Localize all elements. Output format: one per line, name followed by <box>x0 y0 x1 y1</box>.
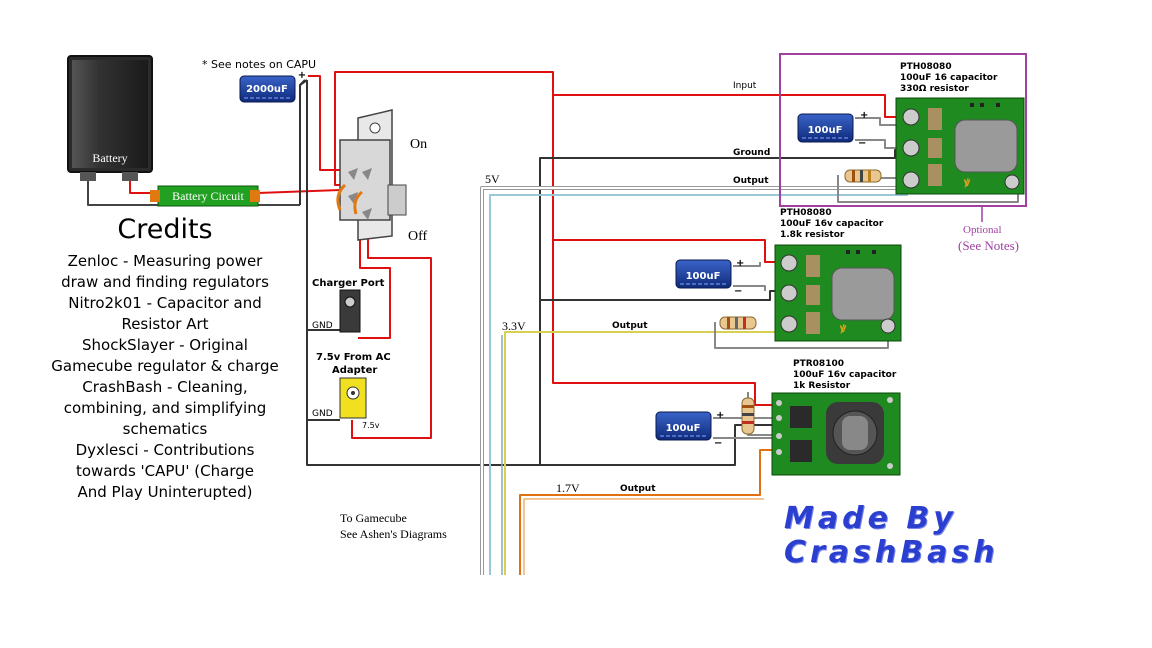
capacitor-reg3: 100uF + − <box>655 410 724 449</box>
switch-off-label: Off <box>408 229 428 244</box>
regulator-3-cap: 100uF 16v capacitor <box>793 370 897 380</box>
resistor-reg3 <box>741 397 755 435</box>
wire-ground-cap <box>299 79 306 86</box>
svg-text:−: − <box>734 286 742 297</box>
wire-5v-blue <box>489 194 908 575</box>
battery: Battery <box>67 55 153 181</box>
credits-block: Credits Zenloc - Measuring power draw and… <box>40 214 290 503</box>
credits-line: CrashBash - Cleaning, <box>82 378 248 396</box>
wire-input-2 <box>552 95 780 263</box>
ac-adapter: 7.5v From AC Adapter GND 7.5v <box>312 352 391 430</box>
credits-line: And Play Uninterupted) <box>77 483 253 501</box>
adapter-label-1: 7.5v From AC <box>316 352 391 363</box>
label-output-2: Output <box>612 321 648 331</box>
credits-list: Zenloc - Measuring power draw and finding… <box>40 251 290 503</box>
made-by-line2: CrashBash <box>784 535 999 570</box>
charger-port: Charger Port GND <box>312 278 385 333</box>
battery-circuit: Battery Circuit <box>150 185 260 207</box>
label-ground: Ground <box>733 148 770 158</box>
adapter-voltage: 7.5v <box>362 421 380 430</box>
wire-ground-2 <box>540 290 780 301</box>
adapter-gnd: GND <box>312 409 333 419</box>
label-17v: 1.7V <box>556 481 580 495</box>
capacitor-reg1: 100uF + − <box>797 110 868 149</box>
regulator-1-name: PTH08080 <box>900 62 952 72</box>
regulator-2-res: 1.8k resistor <box>780 230 845 240</box>
svg-text:−: − <box>858 138 866 149</box>
credits-line: Nitro2k01 - Capacitor and <box>68 294 262 312</box>
credits-line: ShockSlayer - Original <box>82 336 248 354</box>
charger-port-gnd: GND <box>312 321 333 331</box>
charger-port-label: Charger Port <box>312 278 385 289</box>
gamecube-line2: See Ashen's Diagrams <box>340 527 447 541</box>
wire-input-main <box>334 71 900 186</box>
svg-text:+: + <box>716 410 724 421</box>
made-by-banner: Made By CrashBash <box>784 502 1084 570</box>
svg-text:ꝟ: ꝟ <box>963 175 971 189</box>
svg-text:+: + <box>860 110 868 121</box>
optional-notes: (See Notes) <box>958 238 1019 253</box>
regulator-3-res: 1k Resistor <box>793 381 851 391</box>
wire-cap-positive <box>308 75 345 171</box>
credits-line: Dyxlesci - Contributions <box>75 441 255 459</box>
label-output-1: Output <box>733 176 769 186</box>
regulator-1-cap: 100uF 16 capacitor <box>900 73 998 83</box>
wire-reg1-cap <box>855 117 905 149</box>
regulator-1-res: 330Ω resistor <box>900 84 969 94</box>
wire-33v-out <box>504 321 785 575</box>
label-33v: 3.3V <box>502 319 526 333</box>
capacitor-2000uf: 2000uF + <box>239 70 306 103</box>
battery-circuit-label: Battery Circuit <box>172 189 244 203</box>
credits-title: Credits <box>117 214 213 245</box>
regulator-3-name: PTR08100 <box>793 359 844 369</box>
wire-adapter-pos <box>351 218 432 439</box>
capacitor-2000uf-plus: + <box>298 70 306 81</box>
capu-note: * See notes on CAPU <box>202 58 316 71</box>
credits-line: towards 'CAPU' (Charge <box>76 462 254 480</box>
regulator-2-name: PTH08080 <box>780 208 832 218</box>
credits-line: Gamecube regulator & charge <box>51 357 279 375</box>
capacitor-2000uf-label: 2000uF <box>246 84 288 95</box>
wire-reg2-cap <box>733 262 766 291</box>
capacitor-reg3-label: 100uF <box>666 423 701 434</box>
regulator-3: PTR08100 100uF 16v capacitor 1k Resistor <box>771 359 901 476</box>
credits-line: schematics <box>122 420 208 438</box>
wire-17v-out-b <box>523 498 764 575</box>
resistor-reg2 <box>719 316 757 330</box>
credits-line: Resistor Art <box>121 315 209 333</box>
svg-text:−: − <box>714 438 722 449</box>
battery-label: Battery <box>92 151 127 165</box>
credits-line: draw and finding regulators <box>61 273 269 291</box>
optional-box <box>779 53 1027 207</box>
power-switch: On Off <box>336 109 428 244</box>
regulator-2-cap: 100uF 16v capacitor <box>780 219 884 229</box>
capacitor-reg2: 100uF + − <box>675 258 744 297</box>
capacitor-reg2-label: 100uF <box>686 271 721 282</box>
svg-text:ꝟ: ꝟ <box>839 321 847 335</box>
wire-input-3 <box>552 240 775 406</box>
credits-line: combining, and simplifying <box>63 399 267 417</box>
optional-label: Optional <box>963 224 1002 236</box>
svg-text:+: + <box>736 258 744 269</box>
label-output-3: Output <box>620 484 656 494</box>
regulator-1: PTH08080 100uF 16 capacitor 330Ω resisto… <box>895 62 1025 195</box>
adapter-label-2: Adapter <box>332 365 377 376</box>
label-5v: 5V <box>485 172 500 186</box>
resistor-reg1 <box>844 169 882 183</box>
wire-17v-out <box>519 449 775 575</box>
switch-on-label: On <box>410 137 427 152</box>
credits-line: Zenloc - Measuring power <box>67 252 263 270</box>
made-by-line1: Made By <box>784 501 957 536</box>
capacitor-reg1-label: 100uF <box>808 125 843 136</box>
label-input: Input <box>733 81 757 91</box>
gamecube-line1: To Gamecube <box>340 511 407 525</box>
regulator-2: PTH08080 100uF 16v capacitor 1.8k resist… <box>774 208 902 342</box>
